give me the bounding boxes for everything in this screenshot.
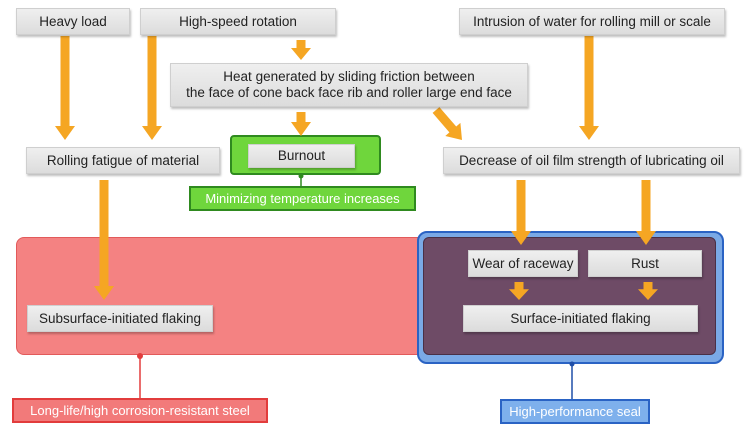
node-rust-label: Rust — [631, 255, 659, 271]
node-rust: Rust — [588, 250, 702, 277]
node-heavy-load: Heavy load — [16, 8, 130, 35]
tag-seal-label: High-performance seal — [509, 404, 641, 419]
node-decrease-oil-film-label: Decrease of oil film strength of lubrica… — [459, 152, 724, 168]
node-heat-generated-line2: the face of cone back face rib and rolle… — [186, 85, 512, 100]
arrow-heat-to-decrease-oil — [432, 107, 462, 140]
node-rolling-fatigue: Rolling fatigue of material — [26, 147, 220, 174]
node-high-speed-rotation-label: High-speed rotation — [179, 13, 297, 29]
node-wear-raceway-label: Wear of raceway — [472, 255, 574, 271]
arrow-intrusion-to-decrease-oil — [579, 36, 599, 140]
node-subsurface-flaking-label: Subsurface-initiated flaking — [38, 310, 202, 326]
node-heavy-load-label: Heavy load — [39, 13, 107, 29]
node-rolling-fatigue-label: Rolling fatigue of material — [46, 152, 200, 168]
node-heat-generated-line1: Heat generated by sliding friction betwe… — [223, 69, 475, 84]
tag-seal: High-performance seal — [500, 399, 650, 424]
node-intrusion-water-label: Intrusion of water for rolling mill or s… — [473, 13, 711, 29]
arrow-high-speed-to-heat — [291, 40, 311, 60]
node-intrusion-water: Intrusion of water for rolling mill or s… — [459, 8, 725, 35]
arrow-heavy-load-to-rolling-fatigue — [55, 36, 75, 140]
node-heat-generated: Heat generated by sliding friction betwe… — [170, 63, 528, 107]
node-surface-flaking: Surface-initiated flaking — [463, 305, 698, 332]
tag-steel-label: Long-life/high corrosion-resistant steel — [30, 403, 250, 418]
red-region — [16, 237, 456, 355]
node-wear-raceway: Wear of raceway — [468, 250, 578, 277]
node-high-speed-rotation: High-speed rotation — [140, 8, 336, 35]
node-subsurface-flaking: Subsurface-initiated flaking — [27, 305, 213, 332]
arrow-high-speed-to-rolling-fatigue — [142, 36, 162, 140]
tag-minimizing-temperature-label: Minimizing temperature increases — [205, 191, 400, 206]
node-burnout: Burnout — [248, 144, 355, 168]
tag-minimizing-temperature: Minimizing temperature increases — [189, 186, 416, 211]
arrow-heat-to-burnout — [291, 112, 311, 136]
node-surface-flaking-label: Surface-initiated flaking — [510, 310, 651, 326]
tag-steel: Long-life/high corrosion-resistant steel — [12, 398, 268, 423]
node-decrease-oil-film: Decrease of oil film strength of lubrica… — [443, 147, 740, 174]
node-burnout-label: Burnout — [277, 148, 326, 163]
